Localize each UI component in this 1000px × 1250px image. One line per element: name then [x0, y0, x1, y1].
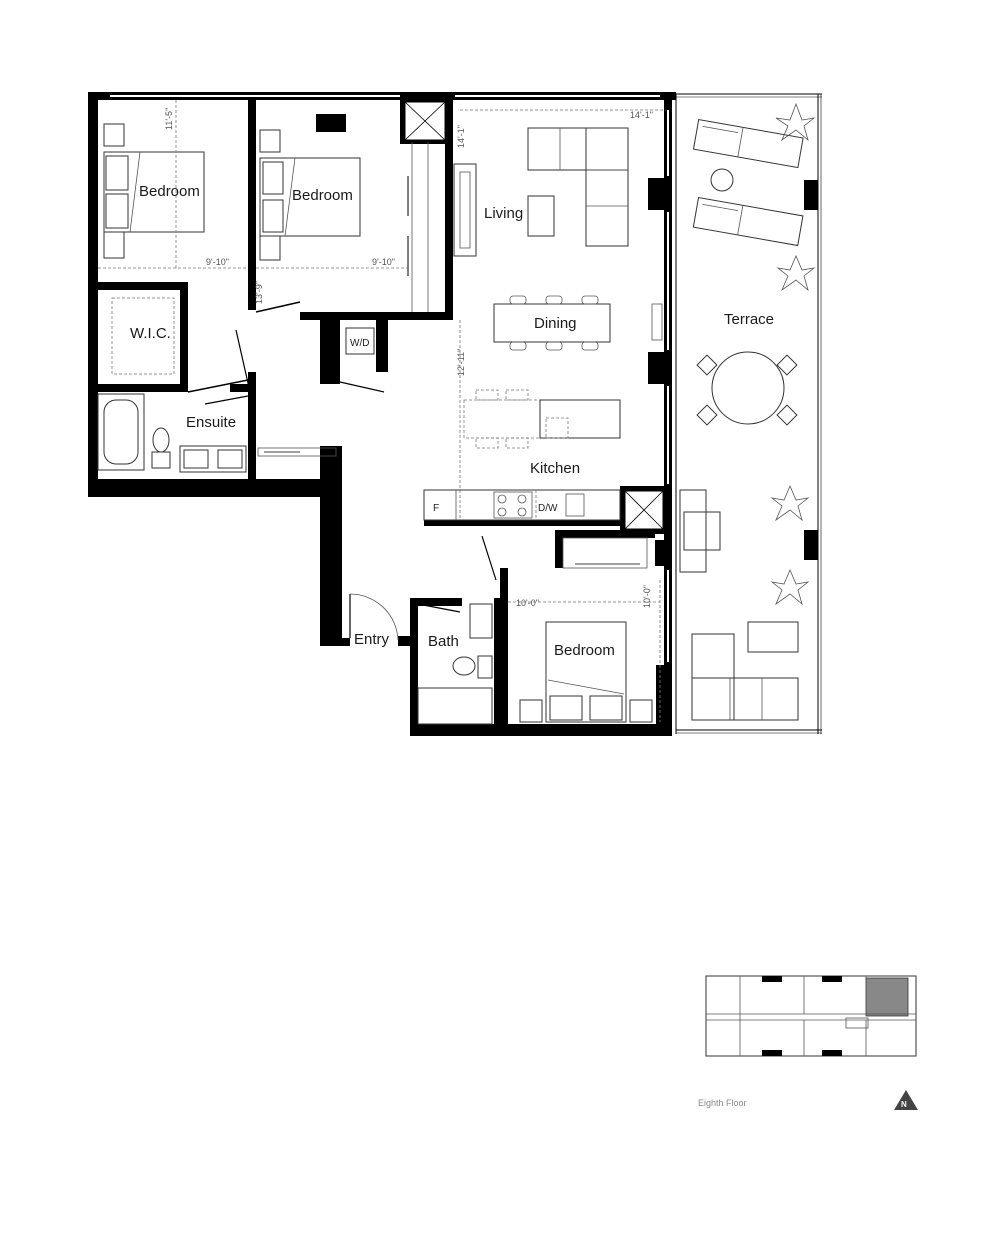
- plant-icon: [770, 484, 810, 522]
- walk-in-closet: W.I.C.: [111, 297, 175, 375]
- room-label-living: Living: [484, 205, 523, 222]
- bed2-depth-dim: 13'-9": [254, 281, 264, 304]
- floor-label: Eighth Floor: [698, 1098, 747, 1108]
- doors: [187, 301, 648, 641]
- window-lines: [110, 95, 669, 662]
- bath-area: Bath: [417, 603, 493, 725]
- room-label-wic: W.I.C.: [130, 325, 171, 342]
- bedroom-3: 10'-0" 10'-0" Bedroom: [508, 580, 661, 723]
- bed3-depth-dim: 10'-0": [642, 585, 652, 608]
- bed2-width-dim: 9'-10": [372, 257, 395, 267]
- washer-dryer-label: W/D: [350, 338, 369, 349]
- room-label-entry: Entry: [354, 631, 390, 648]
- room-label-bedroom-1: Bedroom: [139, 183, 200, 200]
- north-label: N: [901, 1100, 907, 1109]
- fridge-label: F: [433, 503, 439, 514]
- interior-walls: [96, 96, 670, 736]
- room-label-dining: Dining: [534, 315, 577, 332]
- dining-area: 12'-11" Dining: [456, 295, 663, 520]
- kitchen-area: F D/W Kitchen: [423, 389, 621, 521]
- room-label-bath: Bath: [428, 633, 459, 650]
- north-arrow-icon: N: [894, 1090, 918, 1110]
- room-label-ensuite: Ensuite: [186, 414, 236, 431]
- key-plan: Eighth Floor N: [698, 975, 918, 1110]
- bed3-width-dim: 10'-0": [516, 598, 539, 608]
- bedroom-2: 9'-10" 13'-9" Bedroom: [254, 129, 429, 312]
- ensuite: Ensuite: [97, 393, 247, 473]
- bedroom-1: 11'-5" 9'-10" Bedroom: [98, 100, 246, 269]
- terrace-area: Terrace: [675, 93, 822, 734]
- living-area: 14'-1" 14'-1" Living: [453, 109, 666, 257]
- dishwasher-label: D/W: [538, 503, 558, 514]
- room-label-bedroom-2: Bedroom: [292, 187, 353, 204]
- plant-icon: [775, 102, 816, 142]
- room-label-terrace: Terrace: [724, 311, 774, 328]
- bed1-depth-dim: 11'-5": [164, 108, 174, 130]
- living-width-dim: 14'-1": [630, 110, 653, 120]
- bed1-width-dim: 9'-10": [206, 257, 229, 267]
- plant-icon: [776, 254, 816, 292]
- entry-area: Entry: [354, 631, 390, 648]
- laundry: W/D: [345, 327, 375, 355]
- plant-icon: [770, 568, 810, 606]
- dining-depth-dim: 12'-11": [456, 349, 466, 376]
- room-label-bedroom-3: Bedroom: [554, 642, 615, 659]
- living-depth-dim: 14'-1": [456, 125, 466, 148]
- room-label-kitchen: Kitchen: [530, 460, 580, 477]
